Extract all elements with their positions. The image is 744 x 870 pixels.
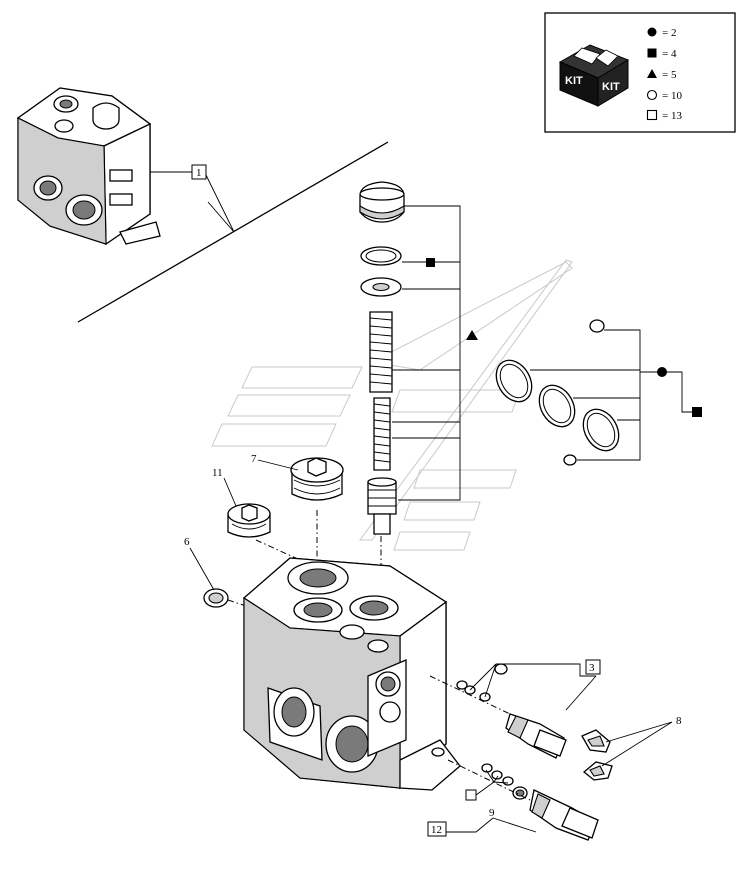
kit-label-left: KIT bbox=[565, 75, 583, 87]
plug-11 bbox=[227, 503, 271, 538]
callout-1: 1 bbox=[196, 167, 202, 179]
legend-text-open-square: = 13 bbox=[662, 110, 682, 122]
plug-7 bbox=[290, 457, 344, 501]
legend-text-filled-triangle: = 5 bbox=[662, 69, 677, 81]
kit-label-right: KIT bbox=[602, 81, 620, 93]
filled-square-icon bbox=[692, 407, 702, 417]
relief-valve-stack bbox=[359, 181, 405, 600]
callout-11: 11 bbox=[212, 467, 223, 479]
callout-box-12 bbox=[427, 821, 447, 837]
cap-part-8 bbox=[581, 729, 613, 781]
callout-box-1 bbox=[191, 164, 207, 180]
leader-line-11 bbox=[223, 477, 237, 507]
callout-3: 3 bbox=[589, 662, 595, 674]
filled-square-icon bbox=[426, 258, 435, 267]
watermark-logo bbox=[211, 259, 573, 551]
legend-text-filled-circle: = 2 bbox=[662, 27, 676, 39]
legend-text-open-circle: = 10 bbox=[662, 90, 682, 102]
leader-line-7 bbox=[257, 459, 299, 471]
callout-8: 8 bbox=[676, 715, 682, 727]
leader-line-3b bbox=[565, 675, 597, 711]
valve-assembly-overview bbox=[16, 87, 161, 246]
kit-legend-box: KIT KIT = 2 = 4 = 5 = 10 = 13 bbox=[544, 12, 736, 133]
open-square-icon bbox=[465, 789, 477, 801]
callout-9: 9 bbox=[489, 807, 495, 819]
centerline-11 bbox=[255, 539, 301, 561]
kit-box-icon: KIT KIT bbox=[558, 44, 630, 107]
callout-12: 12 bbox=[431, 824, 442, 836]
relief-stack-brackets bbox=[392, 205, 478, 501]
leader-line-8 bbox=[601, 721, 673, 767]
filled-square-icon bbox=[647, 48, 657, 58]
o-ring-group bbox=[495, 319, 702, 466]
open-square-icon bbox=[646, 109, 658, 121]
filled-triangle-icon bbox=[647, 69, 657, 78]
filled-circle-icon bbox=[657, 367, 667, 377]
leader-line-6 bbox=[189, 547, 215, 591]
valve-body bbox=[242, 557, 461, 791]
leader-line-3 bbox=[469, 663, 596, 698]
callout-6: 6 bbox=[184, 536, 190, 548]
leader-line-1b bbox=[205, 174, 235, 233]
callout-7: 7 bbox=[251, 453, 257, 465]
centerline-6 bbox=[227, 599, 247, 607]
legend-text-filled-square: = 4 bbox=[662, 48, 677, 60]
leader-line-9 bbox=[475, 769, 509, 796]
relief-cartridge-upper bbox=[429, 663, 567, 759]
plug-6 bbox=[203, 588, 229, 608]
filled-triangle-icon bbox=[466, 330, 478, 340]
separator-line bbox=[77, 141, 389, 323]
open-circle-icon bbox=[646, 89, 658, 101]
leader-line-12 bbox=[444, 817, 537, 833]
relief-cartridge-lower bbox=[447, 759, 599, 841]
callout-box-3 bbox=[585, 659, 601, 675]
filled-circle-icon bbox=[647, 27, 657, 37]
